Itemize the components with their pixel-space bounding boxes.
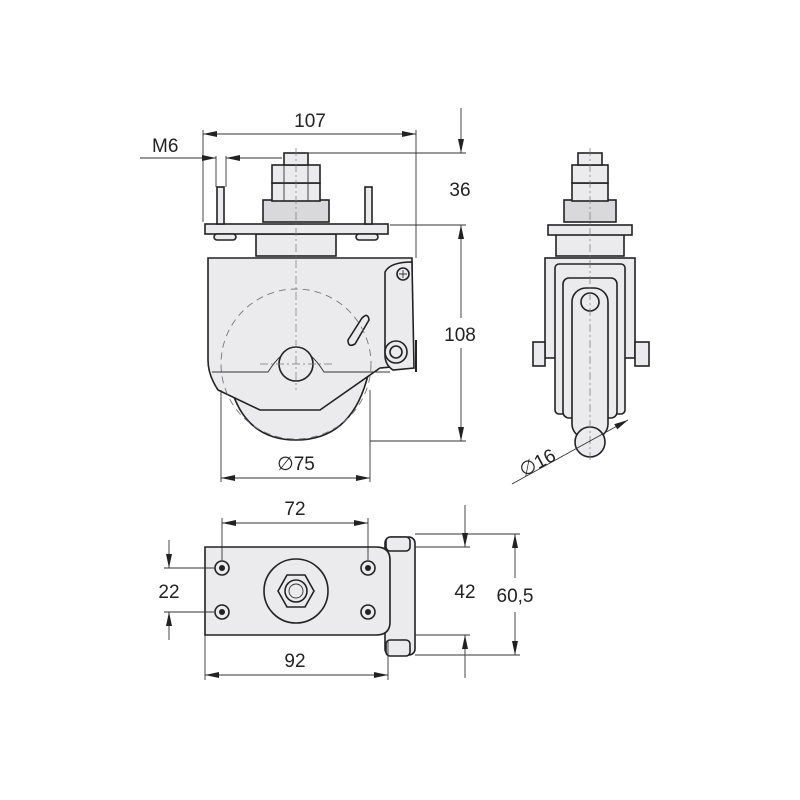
dim-overall-width: 60,5 xyxy=(497,586,534,607)
side-axle-nut-right xyxy=(634,341,650,367)
side-axle-nut-left xyxy=(532,341,546,367)
dim-height-top: 36 xyxy=(449,180,470,201)
stud-right xyxy=(364,186,373,225)
dim-ball-diameter: ∅16 xyxy=(516,445,559,481)
plan-view xyxy=(204,536,416,657)
dim-plate-width: 42 xyxy=(454,582,475,603)
dim-hole-spacing-y: 22 xyxy=(158,582,179,603)
front-dimensions: 107 M6 36 108 ∅75 xyxy=(140,108,476,482)
dim-height-body: 108 xyxy=(444,325,476,346)
brake-pin xyxy=(347,314,370,347)
dim-plate-length: 92 xyxy=(284,651,305,672)
dim-hole-spacing-x: 72 xyxy=(284,499,305,520)
dim-width-total: 107 xyxy=(294,111,326,132)
dim-thread: M6 xyxy=(152,136,178,157)
front-view xyxy=(204,148,417,441)
dim-wheel-diameter: ∅75 xyxy=(277,454,315,475)
top-plate xyxy=(204,223,389,235)
housing xyxy=(207,257,413,411)
plan-dimensions: 72 22 92 42 60,5 xyxy=(158,499,533,680)
side-view: ∅16 xyxy=(511,148,650,485)
stud-left xyxy=(216,186,225,225)
